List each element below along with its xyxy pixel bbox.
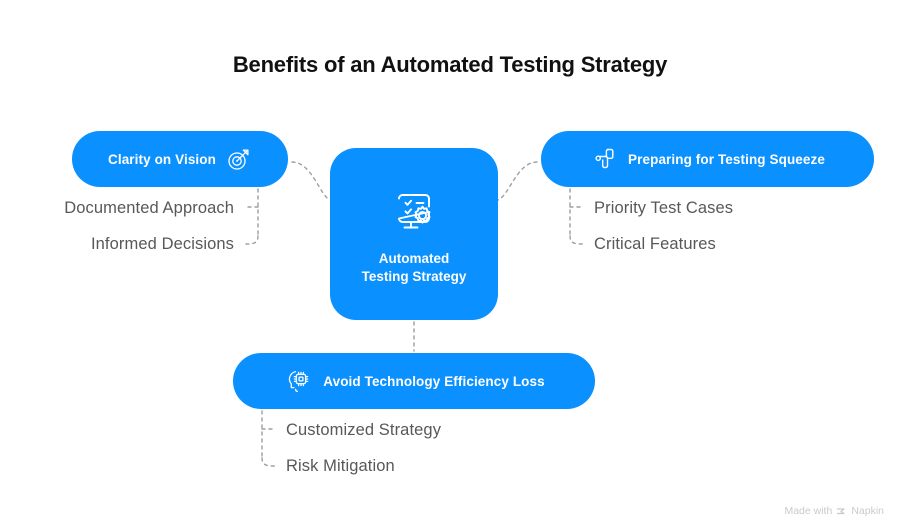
checklist-gear-icon — [385, 182, 443, 240]
branch-label-clarity: Clarity on Vision — [108, 151, 216, 167]
sub-item-informed-decisions: Informed Decisions — [90, 235, 234, 253]
squeeze-blocks-icon — [590, 145, 618, 173]
head-microchip-icon — [283, 366, 313, 396]
branch-node-clarity[interactable]: Clarity on Vision — [72, 131, 288, 187]
connector-clarity-to-center — [291, 161, 331, 201]
branch-label-squeeze: Preparing for Testing Squeeze — [628, 151, 825, 167]
center-node-label: Automated Testing Strategy — [361, 250, 467, 284]
napkin-logo-icon — [836, 506, 847, 517]
connector-squeeze-to-center — [497, 161, 538, 201]
branch-node-technology[interactable]: Avoid Technology Efficiency Loss — [233, 353, 595, 409]
sub-item-priority-test-cases: Priority Test Cases — [594, 199, 734, 217]
target-arrow-icon — [226, 146, 252, 172]
connector-clarity-item-2 — [245, 235, 259, 245]
watermark-brand: Napkin — [851, 505, 884, 517]
sub-item-customized-strategy: Customized Strategy — [286, 421, 442, 439]
branch-node-squeeze[interactable]: Preparing for Testing Squeeze — [541, 131, 874, 187]
sub-item-critical-features: Critical Features — [594, 235, 716, 253]
sub-item-documented-approach: Documented Approach — [64, 199, 234, 217]
connector-squeeze-item-2 — [569, 235, 584, 245]
watermark-prefix: Made with — [784, 505, 833, 517]
page-title: Benefits of an Automated Testing Strateg… — [232, 52, 668, 77]
sub-item-risk-mitigation: Risk Mitigation — [286, 457, 395, 475]
watermark: Made with Napkin — [784, 505, 884, 517]
connector-technology-item-2 — [261, 457, 276, 467]
center-node[interactable]: Automated Testing Strategy — [330, 148, 498, 320]
branch-label-technology: Avoid Technology Efficiency Loss — [323, 373, 545, 389]
